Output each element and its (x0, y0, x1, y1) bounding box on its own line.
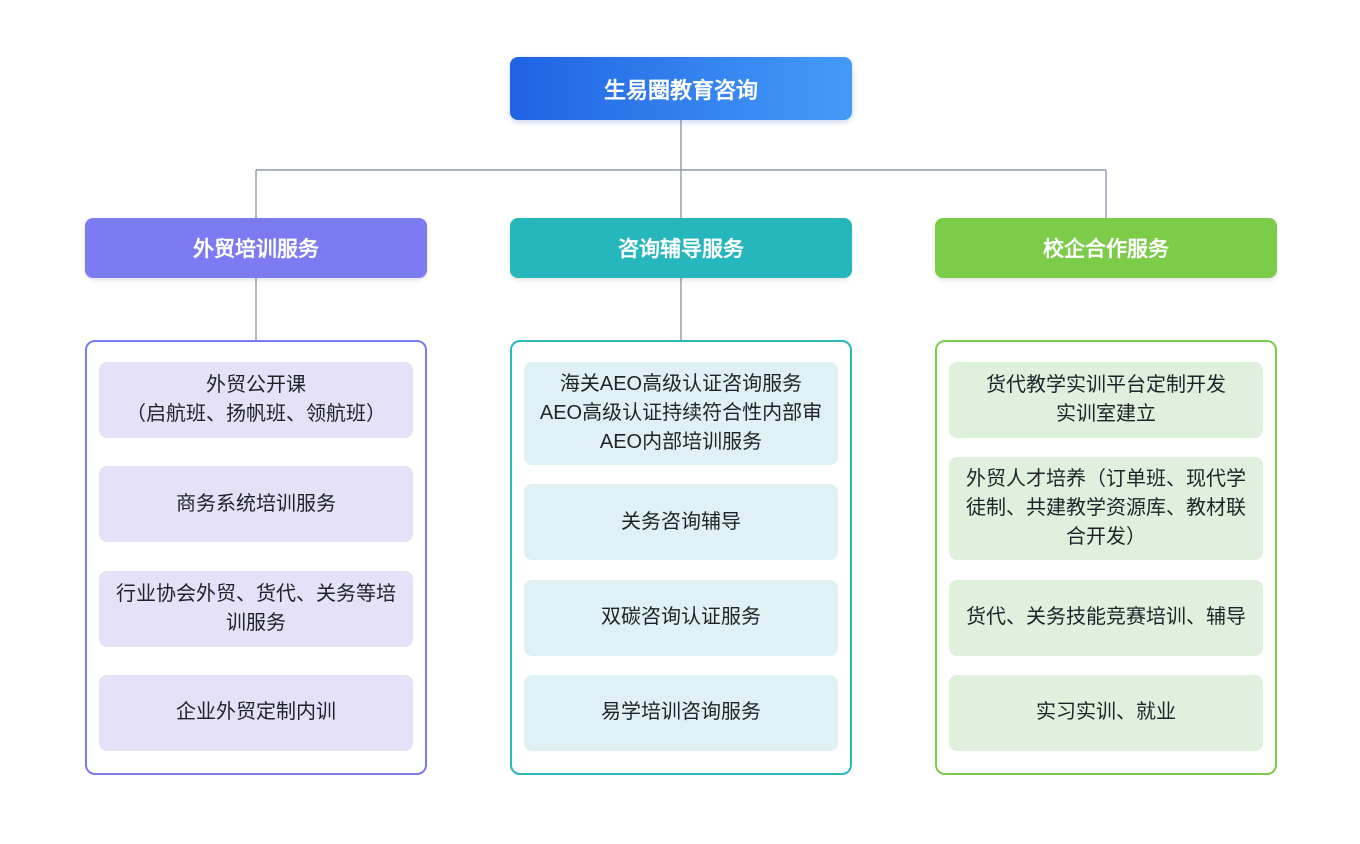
service-item-foreign-trade-training-0[interactable]: 外贸公开课（启航班、扬帆班、领航班） (99, 362, 413, 438)
service-item-foreign-trade-training-2[interactable]: 行业协会外贸、货代、关务等培训服务 (99, 570, 413, 647)
service-item-school-enterprise-cooperation-2[interactable]: 货代、关务技能竞赛培训、辅导 (949, 579, 1263, 656)
service-item-foreign-trade-training-3[interactable]: 企业外贸定制内训 (99, 674, 413, 751)
branch-header-consulting-coaching[interactable]: 咨询辅导服务 (510, 218, 852, 278)
service-item-label: 实习实训、就业 (1036, 701, 1176, 724)
service-item-label: 外贸人才培养（订单班、现代学徒制、共建教学资源库、教材联合开发） (966, 468, 1246, 549)
service-item-label: 关务咨询辅导 (621, 510, 741, 533)
service-item-label: 行业协会外贸、货代、关务等培训服务 (116, 582, 396, 634)
service-item-school-enterprise-cooperation-1[interactable]: 外贸人才培养（订单班、现代学徒制、共建教学资源库、教材联合开发） (949, 457, 1263, 561)
service-item-school-enterprise-cooperation-0[interactable]: 货代教学实训平台定制开发实训室建立 (949, 362, 1263, 438)
branch-header-foreign-trade-training[interactable]: 外贸培训服务 (85, 218, 427, 278)
service-item-label: 企业外贸定制内训 (176, 701, 336, 724)
service-item-label: 双碳咨询认证服务 (601, 606, 761, 629)
service-item-consulting-coaching-3[interactable]: 易学培训咨询服务 (524, 674, 838, 751)
service-item-label: 货代、关务技能竞赛培训、辅导 (966, 606, 1246, 629)
branch-foreign-trade-training: 外贸培训服务 外贸公开课（启航班、扬帆班、领航班） 商务系统培训服务行业协会外贸、… (85, 218, 427, 775)
root-node-label: 生易圈教育咨询 (603, 77, 758, 103)
service-item-label: 货代教学实训平台定制开发实训室建立 (986, 374, 1226, 425)
branch-header-label-consulting-coaching: 咨询辅导服务 (618, 238, 744, 261)
service-item-consulting-coaching-2[interactable]: 双碳咨询认证服务 (524, 579, 838, 656)
service-item-school-enterprise-cooperation-3[interactable]: 实习实训、就业 (949, 674, 1263, 751)
service-item-consulting-coaching-1[interactable]: 关务咨询辅导 (524, 484, 838, 561)
branch-header-label-school-enterprise-cooperation: 校企合作服务 (1043, 238, 1169, 261)
branch-container-foreign-trade-training: 外贸公开课（启航班、扬帆班、领航班） 商务系统培训服务行业协会外贸、货代、关务等培… (85, 340, 427, 775)
service-item-label: 易学培训咨询服务 (601, 701, 761, 724)
service-item-label: 外贸公开课（启航班、扬帆班、领航班） (126, 374, 386, 425)
branch-header-school-enterprise-cooperation[interactable]: 校企合作服务 (935, 218, 1277, 278)
branch-container-school-enterprise-cooperation: 货代教学实训平台定制开发实训室建立外贸人才培养（订单班、现代学徒制、共建教学资源… (935, 340, 1277, 775)
root-node[interactable]: 生易圈教育咨询 (510, 57, 852, 120)
branch-school-enterprise-cooperation: 校企合作服务 货代教学实训平台定制开发实训室建立外贸人才培养（订单班、现代学徒制… (935, 218, 1277, 775)
branch-header-label-foreign-trade-training: 外贸培训服务 (193, 238, 319, 261)
service-item-label: 商务系统培训服务 (176, 492, 336, 515)
service-item-foreign-trade-training-1[interactable]: 商务系统培训服务 (99, 466, 413, 543)
